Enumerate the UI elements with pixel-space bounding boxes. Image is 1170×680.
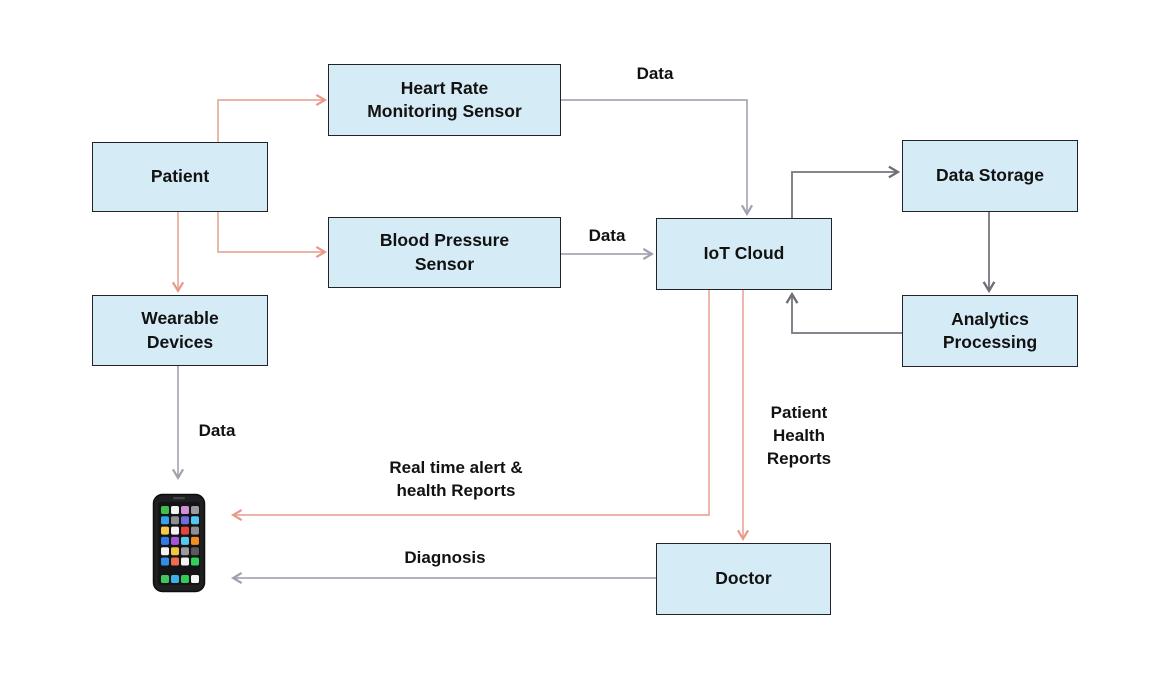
node-blood-pressure-sensor: Blood Pressure Sensor bbox=[328, 217, 561, 288]
smartphone-icon bbox=[152, 493, 206, 593]
arrow-analytics-processing-to-iot-cloud bbox=[792, 295, 902, 334]
arrow-iot-cloud-to-smartphone bbox=[234, 290, 710, 515]
node-patient: Patient bbox=[92, 142, 268, 212]
phone-app-grid bbox=[161, 506, 199, 583]
phone-speaker bbox=[173, 497, 185, 500]
edge-label-diagnosis: Diagnosis bbox=[404, 548, 486, 567]
edge-label-data-blood-pressure: Data bbox=[588, 226, 626, 245]
edge-label-patient-health-reports: Patient Health Reports bbox=[766, 403, 832, 468]
edge-label-real-time-alert: Real time alert & health Reports bbox=[389, 458, 523, 500]
arrow-iot-cloud-to-data-storage bbox=[791, 172, 897, 218]
node-data-storage: Data Storage bbox=[902, 140, 1078, 212]
arrow-patient-to-blood-pressure-sensor bbox=[217, 212, 324, 252]
edge-label-data-wearable: Data bbox=[198, 421, 236, 440]
arrow-heart-rate-sensor-to-iot-cloud bbox=[561, 99, 747, 213]
arrow-patient-to-heart-rate-sensor bbox=[217, 100, 324, 142]
node-analytics-processing: Analytics Processing bbox=[902, 295, 1078, 367]
edge-label-data-heart-rate: Data bbox=[636, 64, 674, 83]
node-doctor: Doctor bbox=[656, 543, 831, 615]
node-heart-rate-monitoring-sensor: Heart Rate Monitoring Sensor bbox=[328, 64, 561, 136]
node-wearable-devices: Wearable Devices bbox=[92, 295, 268, 366]
node-iot-cloud: IoT Cloud bbox=[656, 218, 832, 290]
